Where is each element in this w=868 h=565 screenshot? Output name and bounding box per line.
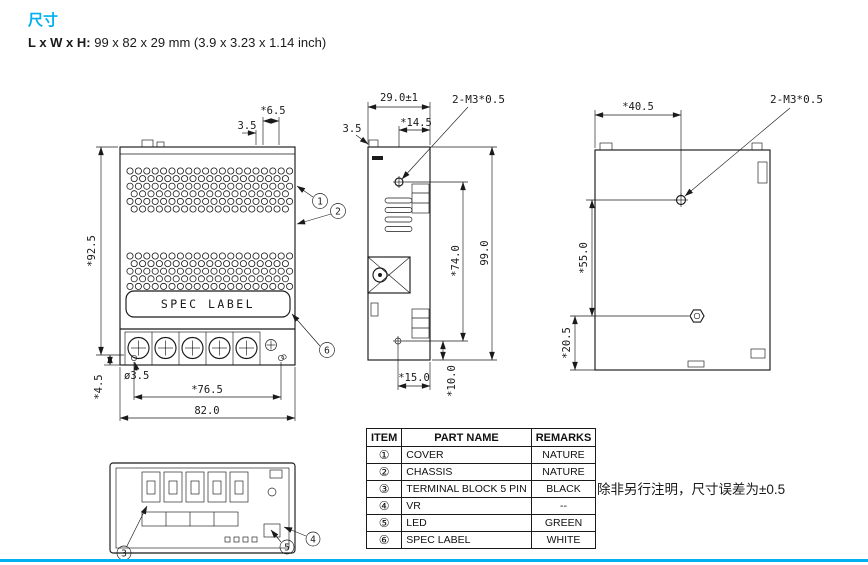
dim-side-height: 99.0 [479, 240, 491, 265]
side-view-dimensions: 29.0±1 *14.5 3.5 2-M3*0.5 99.0 *74.0 *15… [343, 92, 505, 397]
spec-label-text: SPEC LABEL [161, 297, 255, 311]
cell-remark: BLACK [530, 480, 597, 498]
col-header-item: ITEM [365, 428, 403, 447]
bottom-terminal-block [141, 471, 249, 503]
overall-dimensions-line: L x W x H: 99 x 82 x 29 mm (3.9 x 3.23 x… [28, 35, 326, 50]
dim-side-screw-spec: 2-M3*0.5 [452, 93, 505, 106]
dim-front-mount-width: *76.5 [191, 384, 223, 396]
back-view-dimensions: *40.5 2-M3*0.5 *55.0 *20.5 [561, 93, 823, 371]
cell-item: ③ [365, 480, 403, 498]
mount-hole-right [278, 355, 284, 361]
front-view: SPEC LABEL [119, 139, 296, 366]
terminal-screws [127, 336, 258, 360]
col-header-remarks: REMARKS [530, 428, 597, 447]
dim-side-bottom-offset: *10.0 [446, 365, 458, 397]
vr-pot-icon [265, 339, 277, 351]
side-slot [372, 156, 383, 160]
vent-holes-lower [126, 252, 294, 290]
table-row: ② CHASSIS NATURE [365, 463, 597, 481]
back-view [594, 142, 771, 371]
bottom-view [109, 462, 296, 554]
cell-item: ④ [365, 497, 403, 515]
side-view [367, 139, 431, 361]
cell-remark: WHITE [530, 531, 597, 549]
cell-remark: -- [530, 497, 597, 515]
vent-holes-upper [126, 167, 294, 213]
bottom-accent-bar [0, 559, 868, 562]
dim-front-height: *92.5 [86, 235, 98, 267]
dim-back-screw-spec: 2-M3*0.5 [770, 93, 823, 106]
callout-led: 5 [284, 543, 290, 554]
cell-remark: NATURE [530, 463, 597, 481]
cell-name: COVER [401, 446, 532, 464]
dim-front-top-a: 3.5 [238, 120, 257, 132]
dim-side-top-inner: *14.5 [400, 117, 432, 129]
cell-name: TERMINAL BLOCK 5 PIN [401, 480, 532, 498]
bottom-vr-icon [263, 523, 281, 538]
table-row: ③ TERMINAL BLOCK 5 PIN BLACK [365, 480, 597, 498]
bottom-view-callouts: 3 5 4 [116, 505, 321, 561]
dim-side-depth: 29.0±1 [380, 92, 418, 104]
table-row: ① COVER NATURE [365, 446, 597, 464]
side-terminal-profile-lower [411, 308, 430, 339]
led-indicator-icon [281, 354, 287, 360]
side-terminal-profile-upper [411, 183, 430, 214]
cell-name: VR [401, 497, 532, 515]
callout-cover: 1 [317, 197, 323, 208]
page-title: 尺寸 [28, 12, 59, 29]
dimensions-value: 99 x 82 x 29 mm (3.9 x 3.23 x 1.14 inch) [90, 35, 327, 50]
table-row: ⑤ LED GREEN [365, 514, 597, 532]
table-row: ⑥ SPEC LABEL WHITE [365, 531, 597, 549]
dim-back-upper: *55.0 [578, 242, 590, 274]
front-view-dimensions: *92.5 *4.5 ø3.5 *76.5 82.0 3.5 *6.5 [86, 105, 296, 421]
table-row: ④ VR -- [365, 497, 597, 515]
callout-terminal-block: 3 [121, 549, 127, 560]
cell-item: ① [365, 446, 403, 464]
callout-vr: 4 [310, 535, 316, 546]
cell-item: ⑥ [365, 531, 403, 549]
cell-remark: NATURE [530, 446, 597, 464]
cell-name: LED [401, 514, 532, 532]
dim-front-bottom-offset: *4.5 [93, 374, 105, 399]
parts-table-header-row: ITEM PART NAME REMARKS [365, 428, 597, 447]
side-connector-block [367, 256, 411, 294]
cell-name: SPEC LABEL [401, 531, 532, 549]
dim-side-bottom-inner: *15.0 [398, 372, 430, 384]
bottom-led-icon [267, 487, 277, 497]
dim-front-width: 82.0 [194, 405, 219, 417]
dim-side-inner-height: *74.0 [450, 245, 462, 277]
dim-back-screw-span: *40.5 [622, 101, 654, 113]
dim-front-top-b: *6.5 [260, 105, 285, 117]
side-bottom-hole [393, 336, 403, 346]
mount-hole-left [131, 355, 137, 361]
col-header-name: PART NAME [401, 428, 532, 447]
cell-remark: GREEN [530, 514, 597, 532]
dimensions-label: L x W x H: [28, 35, 91, 50]
cell-item: ⑤ [365, 514, 403, 532]
parts-table: ITEM PART NAME REMARKS ① COVER NATURE ② … [365, 428, 597, 549]
dim-side-top-left: 3.5 [343, 123, 362, 135]
cell-name: CHASSIS [401, 463, 532, 481]
dim-front-hole-diameter: ø3.5 [124, 370, 149, 382]
back-hex-nut [689, 309, 705, 323]
cell-item: ② [365, 463, 403, 481]
dim-back-lower: *20.5 [561, 327, 573, 359]
callout-chassis: 2 [335, 207, 341, 218]
front-view-callouts: 1 2 6 [291, 185, 346, 358]
side-screw-hole [393, 176, 405, 188]
tolerance-note: 除非另行注明，尺寸误差为±0.5 [597, 482, 786, 497]
callout-spec-label: 6 [324, 346, 330, 357]
